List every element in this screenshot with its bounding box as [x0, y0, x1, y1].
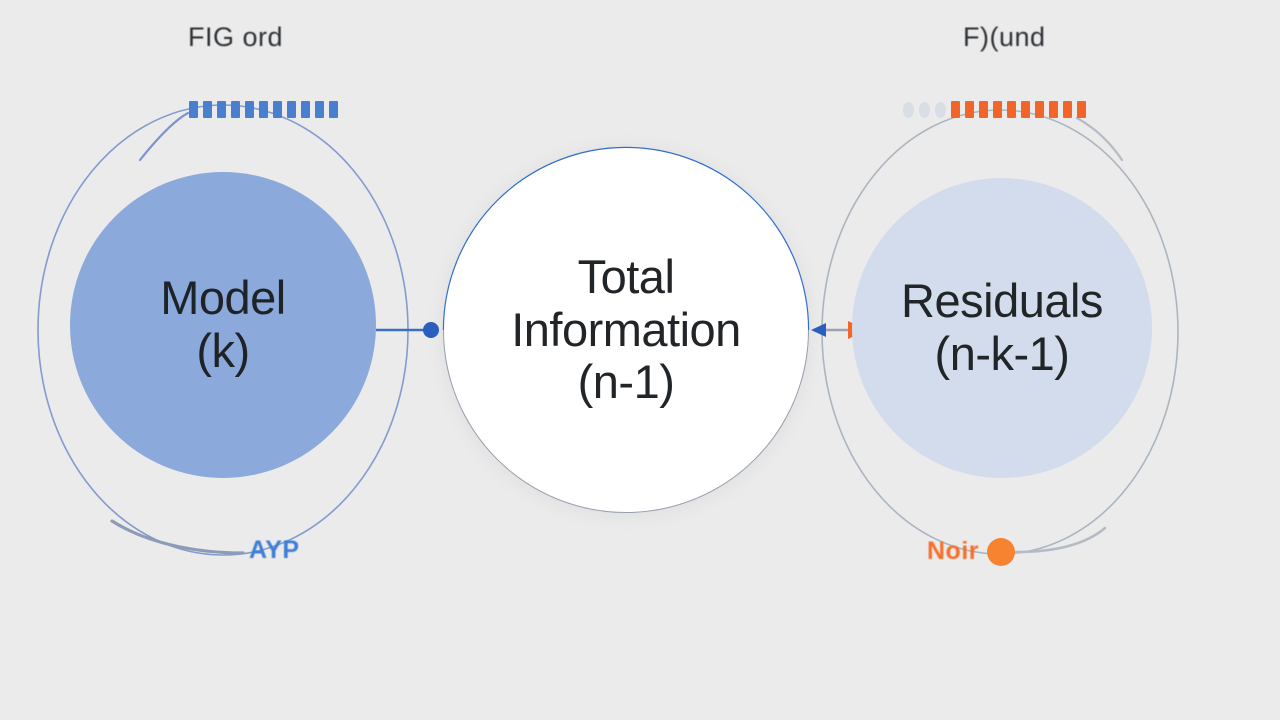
- annotation-label-bottom-right: Noir: [927, 537, 979, 565]
- tick-dash: [1035, 101, 1044, 118]
- tick-strip-right: [903, 101, 1091, 118]
- tick-dash: [315, 101, 324, 118]
- tick-dash: [287, 101, 296, 118]
- tick-dash: [273, 101, 282, 118]
- tick-dash: [203, 101, 212, 118]
- tick-dash: [965, 101, 974, 118]
- annotation-label-bottom-left: AYP: [249, 536, 300, 564]
- tick-dash: [245, 101, 254, 118]
- node-model[interactable]: Model (k): [70, 172, 376, 478]
- arrowhead-left-blue: [811, 323, 826, 337]
- noise-marker-dot: [987, 538, 1015, 566]
- tick-dash: [993, 101, 1002, 118]
- artifact-label-top-left: FIG ord: [188, 22, 284, 52]
- tick-dash: [217, 101, 226, 118]
- node-residuals[interactable]: Residuals (n-k-1): [852, 178, 1152, 478]
- node-residuals-label: Residuals (n-k-1): [901, 274, 1103, 380]
- tick-dash: [979, 101, 988, 118]
- artifact-label-top-right: F)(und: [963, 22, 1046, 52]
- tick-dash: [1049, 101, 1058, 118]
- tick-strip-left: [189, 101, 343, 118]
- tick-dash: [1021, 101, 1030, 118]
- connector-node-dot: [423, 322, 439, 338]
- leader-line-bottom-right: [1014, 526, 1107, 554]
- leader-line-top-left: [138, 111, 190, 162]
- tick-dash: [259, 101, 268, 118]
- tick-dash: [301, 101, 310, 118]
- node-total-information-label: Total Information (n-1): [511, 250, 741, 409]
- tick-dash: [231, 101, 240, 118]
- tick-dash: [951, 101, 960, 118]
- leader-line-top-right: [1075, 116, 1124, 162]
- tick-dash: [189, 101, 198, 118]
- node-model-label: Model (k): [160, 271, 286, 377]
- tick-dash: [1077, 101, 1086, 118]
- leader-line-bottom-left: [110, 519, 245, 555]
- tick-dash-ghost: [935, 101, 946, 118]
- node-total-information[interactable]: Total Information (n-1): [444, 148, 808, 512]
- tick-dash-ghost: [919, 101, 930, 118]
- tick-dash: [329, 101, 338, 118]
- tick-dash: [1007, 101, 1016, 118]
- tick-dash: [1063, 101, 1072, 118]
- tick-dash-ghost: [903, 101, 914, 118]
